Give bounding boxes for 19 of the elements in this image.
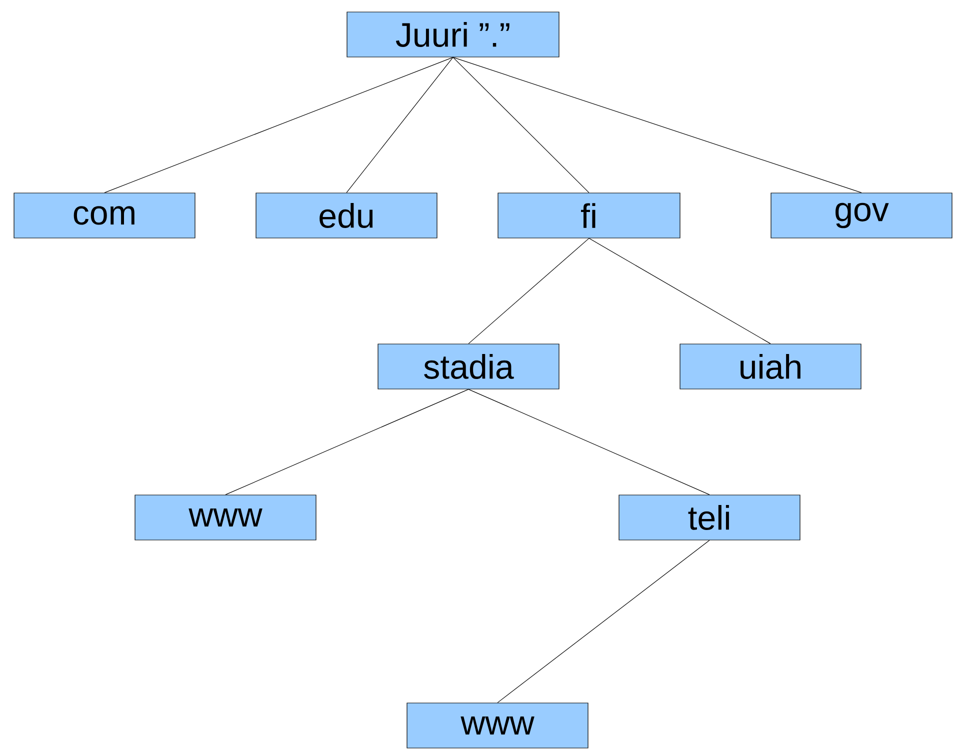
domain-box: www [134,494,316,540]
domain-box: Juuri ”.” [346,12,560,58]
domain-box: teli [618,494,800,540]
domain-box: uiah [680,344,862,390]
connector-line [468,238,590,344]
connector-line [225,389,469,495]
domain-box: com [14,192,196,238]
connector-line [452,57,590,193]
domain-box: fi [498,192,680,238]
connector-line [452,57,862,193]
connector-line [346,57,454,193]
connector-line [104,57,454,193]
connector-line [588,238,771,344]
domain-box: stadia [378,344,560,390]
domain-box: gov [770,192,952,238]
connector-line [497,540,710,703]
domain-box: www [406,702,588,748]
connector-line [468,389,710,495]
domain-box: edu [256,192,438,238]
